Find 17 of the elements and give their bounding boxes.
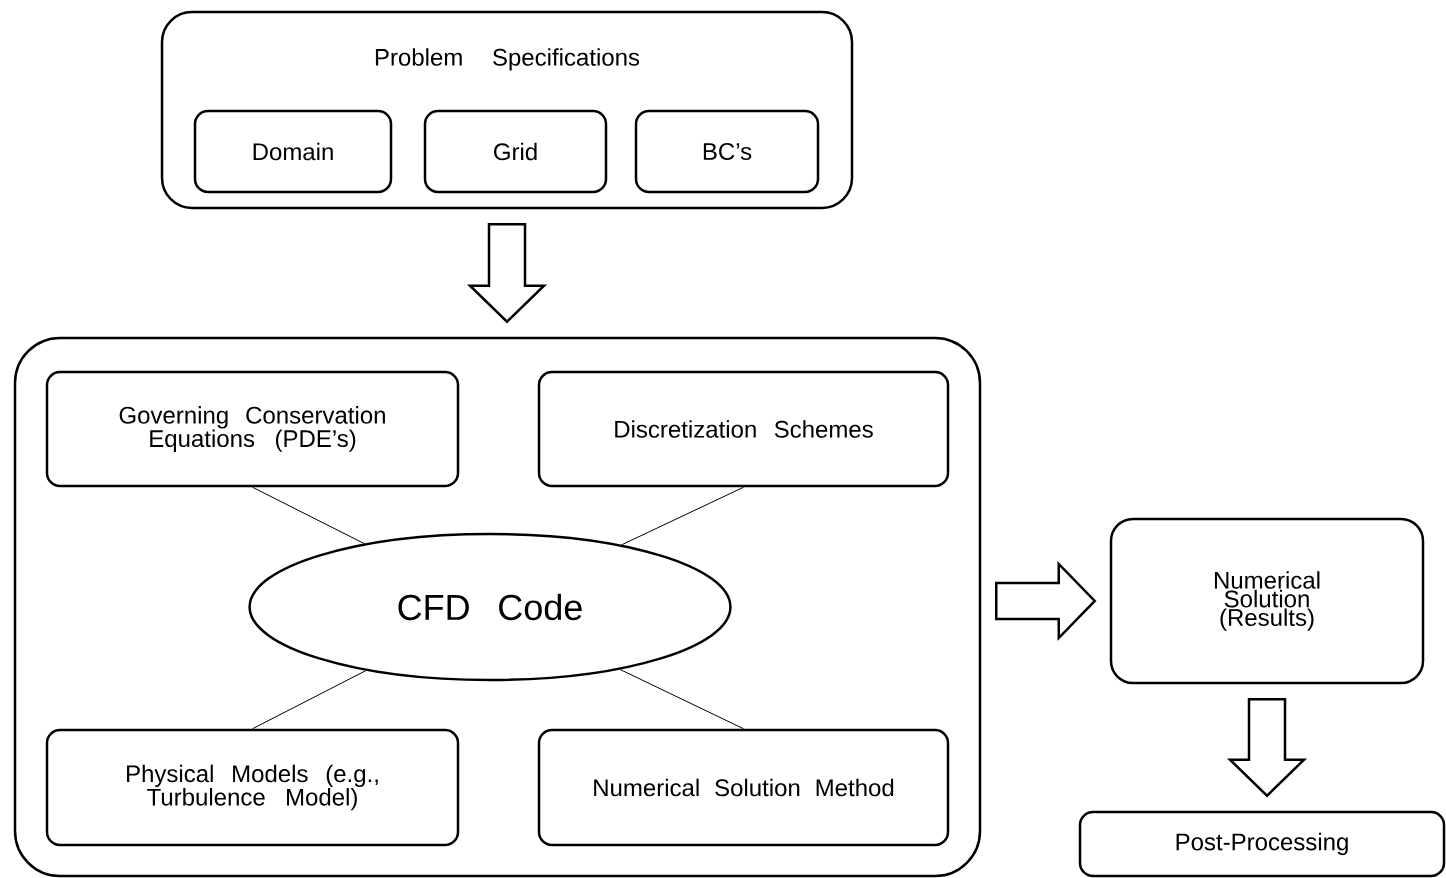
connector-line <box>621 486 744 546</box>
block-arrow <box>995 560 1097 642</box>
block-arrow <box>1226 698 1308 798</box>
process-box: Grid <box>423 109 608 194</box>
process-box: Governing Conservation Equations (PDE’s) <box>45 370 460 488</box>
process-box: Discretization Schemes <box>537 370 950 488</box>
process-box: Numerical Solution (Results) <box>1109 517 1425 685</box>
process-box: BC’s <box>634 109 820 194</box>
container-box <box>13 336 982 878</box>
connector-line <box>252 486 365 545</box>
process-box: Domain <box>193 109 393 194</box>
process-box: Physical Models (e.g., Turbulence Model) <box>45 728 460 847</box>
process-box: Post-Processing <box>1078 810 1446 878</box>
connector-line <box>252 670 367 730</box>
block-arrow <box>466 223 548 324</box>
process-box: Numerical Solution Method <box>537 728 950 847</box>
connector-line <box>619 669 744 730</box>
